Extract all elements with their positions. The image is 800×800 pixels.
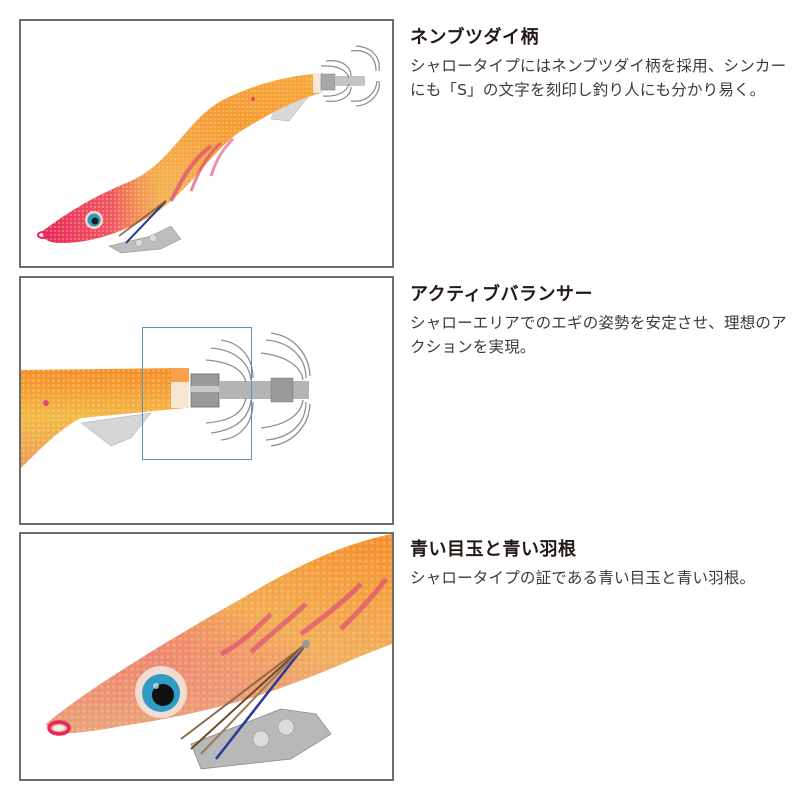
squid-jig-illustration <box>37 45 380 254</box>
feature-body: シャロータイプにはネンブツダイ柄を採用、シンカーにも「S」の文字を刻印し釣り人に… <box>410 57 787 99</box>
feature-description-eye-feather: 青い目玉と青い羽根 シャロータイプの証である青い目玉と青い羽根。 <box>410 538 790 590</box>
feature-description-pattern: ネンブツダイ柄 シャロータイプにはネンブツダイ柄を採用、シンカーにも「S」の文字… <box>410 26 790 102</box>
product-image-full-jig <box>19 19 394 268</box>
feature-title: アクティブバランサー <box>410 284 594 305</box>
feature-title: ネンブツダイ柄 <box>410 27 539 48</box>
feature-body: シャロータイプの証である青い目玉と青い羽根。 <box>410 569 756 587</box>
product-image-eye-feather <box>19 532 394 781</box>
squid-jig-head-illustration <box>46 534 392 770</box>
feature-title: 青い目玉と青い羽根 <box>410 539 577 560</box>
balancer-highlight-box <box>142 327 252 460</box>
squid-jig-tail-illustration <box>21 332 311 468</box>
product-image-balancer <box>19 276 394 525</box>
feature-body: シャローエリアでのエギの姿勢を安定させ、理想のアクションを実現。 <box>410 314 787 356</box>
feature-description-balancer: アクティブバランサー シャローエリアでのエギの姿勢を安定させ、理想のアクションを… <box>410 283 790 359</box>
